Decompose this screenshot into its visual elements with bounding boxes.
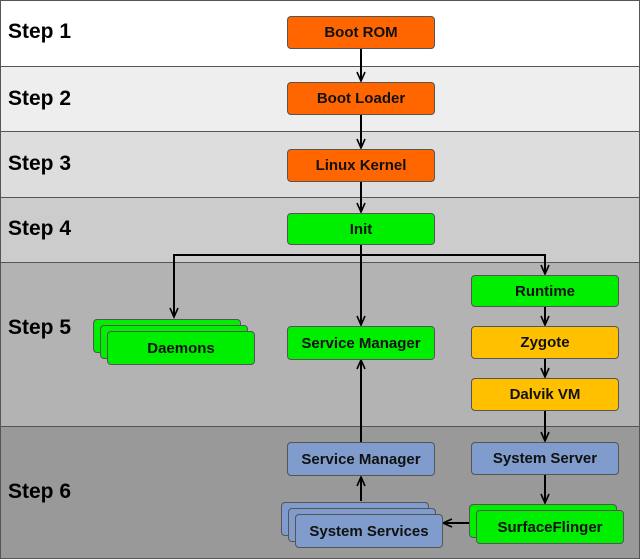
step-4-label: Step 4	[8, 217, 72, 240]
runtime-box: Runtime	[471, 275, 619, 307]
step-2-label: Step 2	[8, 87, 72, 110]
system-server-box: System Server	[471, 442, 619, 475]
step-1-label: Step 1	[8, 20, 72, 43]
daemons-box: Daemons	[107, 331, 255, 365]
system-services-box: System Services	[295, 514, 443, 548]
service-manager-native-box: Service Manager	[287, 326, 435, 360]
step-6-label: Step 6	[8, 480, 72, 503]
init-box: Init	[287, 213, 435, 245]
service-manager-java-box: Service Manager	[287, 442, 435, 476]
boot-rom-box: Boot ROM	[287, 16, 435, 49]
surfaceflinger-box: SurfaceFlinger	[476, 510, 624, 544]
step-5-label: Step 5	[8, 316, 72, 339]
linux-kernel-box: Linux Kernel	[287, 149, 435, 182]
zygote-box: Zygote	[471, 326, 619, 359]
step-3-label: Step 3	[8, 152, 72, 175]
boot-loader-box: Boot Loader	[287, 82, 435, 115]
dalvik-vm-box: Dalvik VM	[471, 378, 619, 411]
